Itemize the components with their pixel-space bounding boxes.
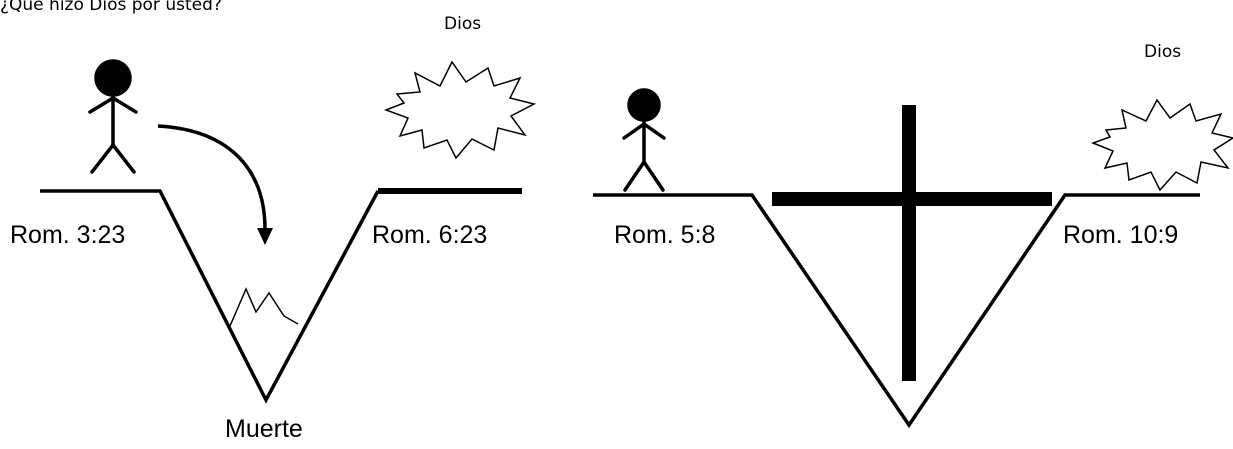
starburst-icon	[1090, 98, 1233, 192]
left-chasm-outline	[40, 189, 380, 404]
left-verse-label: Rom. 3:23	[10, 221, 126, 249]
right-panel	[593, 88, 1233, 429]
diagram-title: ¿Qué hizo Dios por usted?	[0, 0, 222, 15]
faith-verse-label: Rom. 10:9	[1063, 221, 1179, 249]
right-god-label: Dios	[1144, 42, 1182, 62]
left-panel	[40, 59, 537, 404]
fire-icon	[229, 287, 299, 327]
stick-figure-icon	[622, 88, 666, 192]
cross-icon	[772, 105, 1052, 381]
right-verse-label: Rom. 6:23	[372, 221, 488, 249]
starburst-icon	[383, 60, 537, 160]
left-god-label: Dios	[444, 14, 482, 34]
death-label: Muerte	[225, 415, 303, 443]
stick-figure-icon	[88, 59, 138, 174]
right-chasm-outline	[593, 193, 1200, 429]
curved-arrow-icon	[157, 124, 273, 245]
saved-verse-label: Rom. 5:8	[614, 221, 716, 249]
